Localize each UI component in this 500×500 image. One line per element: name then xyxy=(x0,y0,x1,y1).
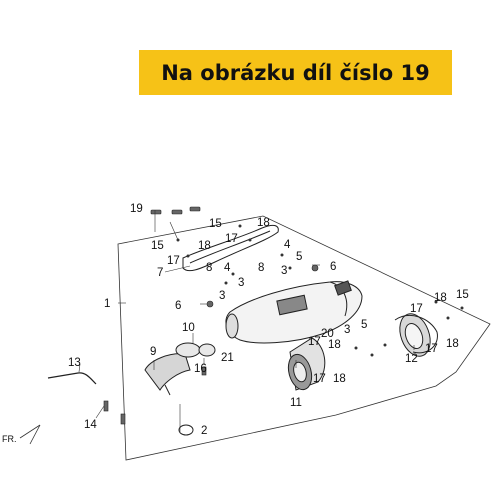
clamp xyxy=(175,342,216,358)
callout-18: 18 xyxy=(198,240,211,252)
callout-10: 10 xyxy=(182,322,195,334)
direction-arrow-icon xyxy=(19,424,41,445)
exhaust-pipe xyxy=(144,353,191,396)
callout-13: 13 xyxy=(68,357,81,369)
hardware-dots xyxy=(176,224,464,357)
callout-16: 16 xyxy=(194,363,207,375)
callout-17: 17 xyxy=(410,303,423,315)
callout-18: 18 xyxy=(328,339,341,351)
callout-6: 6 xyxy=(330,261,336,273)
callout-17: 17 xyxy=(313,373,326,385)
banner-text: Na obrázku díl číslo 19 xyxy=(161,60,430,85)
callout-1: 1 xyxy=(104,298,110,310)
callout-18: 18 xyxy=(257,217,270,229)
callout-8: 8 xyxy=(206,262,212,274)
callout-15: 15 xyxy=(209,218,222,230)
callout-18: 18 xyxy=(333,373,346,385)
callout-17: 17 xyxy=(225,233,238,245)
callout-15: 15 xyxy=(151,240,164,252)
callout-18: 18 xyxy=(434,292,447,304)
leader-lines xyxy=(78,210,415,432)
callout-21: 21 xyxy=(221,352,234,364)
callout-3: 3 xyxy=(344,324,350,336)
gasket xyxy=(178,424,194,436)
callout-4: 4 xyxy=(284,239,291,251)
callout-6: 6 xyxy=(175,300,181,312)
callout-7: 7 xyxy=(157,267,163,279)
callout-14: 14 xyxy=(84,419,97,431)
sensor-lead xyxy=(47,372,97,385)
callout-12: 12 xyxy=(405,353,418,365)
bolts xyxy=(103,206,319,425)
assembly-outline xyxy=(117,215,491,461)
callout-19: 19 xyxy=(130,203,143,215)
callout-3: 3 xyxy=(281,265,287,277)
callout-9: 9 xyxy=(150,346,156,358)
callout-5: 5 xyxy=(296,251,302,263)
callout-15: 15 xyxy=(456,289,469,301)
callout-17: 17 xyxy=(167,255,180,267)
direction-label: FR. xyxy=(2,434,17,444)
heat-shield xyxy=(182,224,279,272)
callout-4: 4 xyxy=(224,262,231,274)
callout-11: 11 xyxy=(290,397,302,409)
callout-2: 2 xyxy=(201,425,207,437)
callout-8: 8 xyxy=(258,262,264,274)
callout-17: 17 xyxy=(308,336,321,348)
callout-5: 5 xyxy=(361,319,367,331)
callout-20: 20 xyxy=(321,328,334,340)
callout-17: 17 xyxy=(425,343,438,355)
end-cap xyxy=(394,313,438,357)
part-number-banner: Na obrázku díl číslo 19 xyxy=(139,50,452,95)
callout-labels: 19 15 18 17 4 7 15 18 17 8 4 3 8 5 3 6 1… xyxy=(68,203,469,437)
muffler-body xyxy=(225,280,363,344)
callout-3: 3 xyxy=(238,277,244,289)
callout-3: 3 xyxy=(219,290,225,302)
tail-pipe xyxy=(287,337,326,391)
callout-18: 18 xyxy=(446,338,459,350)
